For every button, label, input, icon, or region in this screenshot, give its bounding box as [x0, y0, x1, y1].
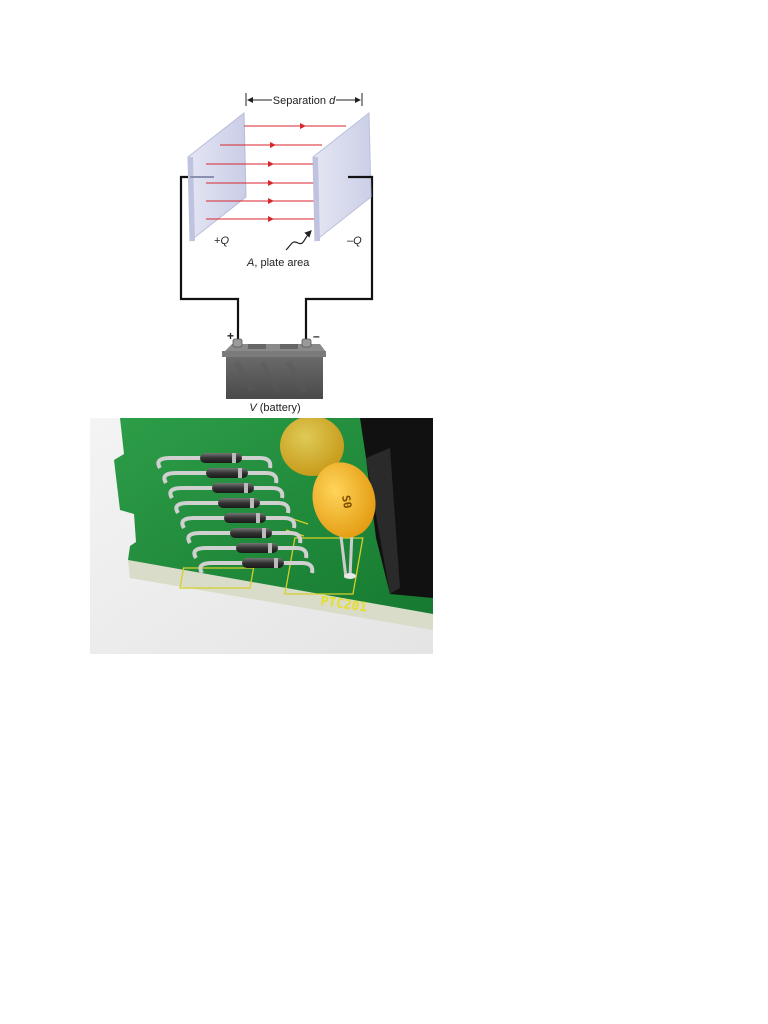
- separation-label: Separation d: [273, 95, 336, 107]
- diode: [156, 453, 273, 470]
- board-edge: [128, 560, 433, 630]
- diode: [174, 498, 291, 515]
- electric-field-lines: [206, 123, 346, 222]
- circuit-board-photo: S0 PTC201: [90, 418, 433, 654]
- negative-charge-label: –Q: [347, 235, 362, 247]
- battery-label: V (battery): [249, 402, 300, 414]
- plate-area-pointer: [285, 230, 312, 251]
- board-label: PTC201: [319, 594, 368, 615]
- positive-charge-label: +Q: [214, 235, 229, 247]
- connector-block: [360, 418, 433, 598]
- plate-area-label: A, plate area: [246, 257, 310, 269]
- diode: [168, 483, 285, 500]
- diode: [192, 543, 309, 560]
- separation-dimension: Separation d: [245, 93, 363, 107]
- diode: [180, 513, 297, 530]
- capacitor-marking: S0: [339, 494, 354, 509]
- positive-plate: [187, 111, 247, 243]
- parallel-plate-capacitor-diagram: Separation d +Q –Q A, plate area: [179, 93, 374, 414]
- diode-array: [156, 453, 315, 575]
- battery-positive-sign: +: [227, 329, 234, 343]
- diode: [186, 528, 303, 545]
- diode: [198, 558, 315, 575]
- negative-plate: [312, 111, 372, 243]
- battery-negative-sign: –: [313, 329, 320, 343]
- ceramic-capacitor: S0: [280, 418, 376, 579]
- diode: [162, 468, 279, 485]
- battery: + –: [222, 329, 326, 399]
